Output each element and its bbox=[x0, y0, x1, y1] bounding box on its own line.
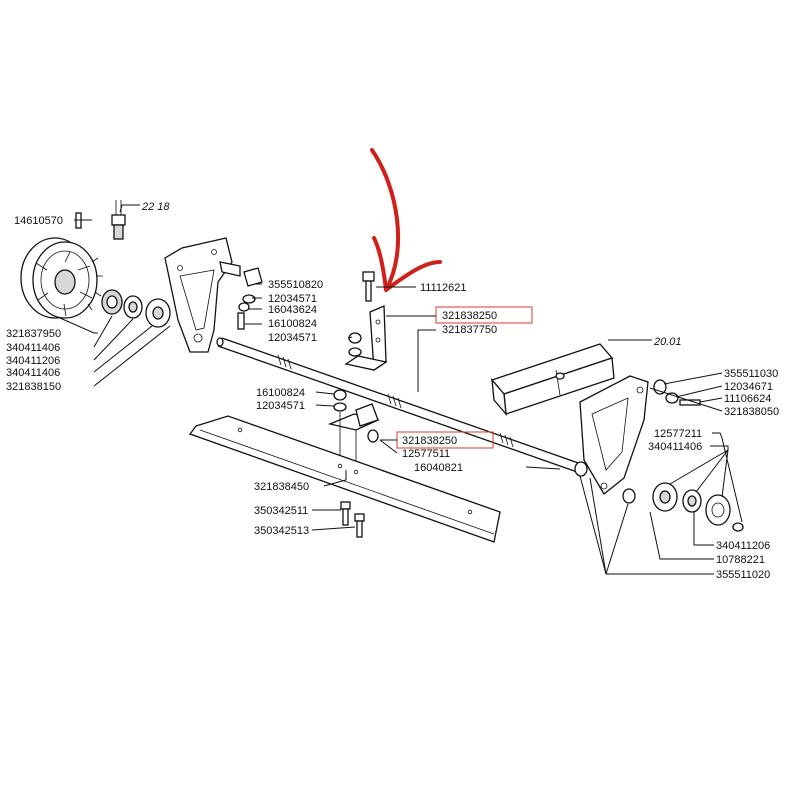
part-label: 340411206 bbox=[6, 355, 60, 367]
right-pulley-assembly bbox=[652, 482, 744, 532]
right-bracket bbox=[579, 375, 649, 495]
part-label: 321838150 bbox=[6, 381, 61, 393]
part-label: 355511020 bbox=[716, 569, 770, 581]
part-label: 355510820 bbox=[268, 279, 323, 291]
knife-bar bbox=[188, 415, 501, 543]
upper-bolt bbox=[362, 271, 375, 302]
part-label: 12034571 bbox=[268, 332, 317, 344]
highlight-box-upper bbox=[435, 306, 533, 324]
main-shaft bbox=[216, 337, 588, 477]
reference-label: 22 18 bbox=[141, 201, 170, 213]
part-label: 10788221 bbox=[716, 554, 765, 566]
right-frame-section bbox=[490, 343, 615, 416]
part-label: 340411406 bbox=[648, 441, 702, 453]
part-label: 350342511 bbox=[254, 505, 308, 517]
part-label: 12577511 bbox=[402, 448, 450, 460]
part-label: 340411406 bbox=[6, 342, 60, 354]
part-label: 11112621 bbox=[420, 282, 467, 294]
lower-l-bracket bbox=[327, 389, 380, 470]
part-label: 321837950 bbox=[6, 328, 61, 340]
left-pulley-assembly bbox=[20, 237, 171, 328]
sensor-part bbox=[111, 200, 126, 240]
part-label: 355511030 bbox=[724, 368, 778, 380]
part-label: 14610570 bbox=[14, 215, 63, 227]
part-label: 321838050 bbox=[724, 406, 779, 418]
part-label: 340411206 bbox=[716, 540, 770, 552]
part-label: 12034671 bbox=[724, 381, 773, 393]
red-pointer-arrow bbox=[370, 148, 442, 292]
upper-centre-fasteners bbox=[237, 267, 362, 357]
lower-bolts bbox=[340, 501, 365, 538]
part-label: 16100824 bbox=[268, 318, 317, 330]
upper-l-bracket bbox=[344, 305, 388, 372]
part-label: 321837750 bbox=[442, 324, 497, 336]
part-label: 350342513 bbox=[254, 525, 309, 537]
part-label: 321838250 bbox=[402, 435, 457, 447]
leader-lines bbox=[59, 204, 743, 575]
part-label: 12577211 bbox=[654, 428, 702, 440]
part-label: 12034571 bbox=[256, 400, 305, 412]
part-label: 321838450 bbox=[254, 481, 309, 493]
part-label: 321838250 bbox=[442, 310, 497, 322]
part-label: 16100824 bbox=[256, 387, 305, 399]
left-bracket bbox=[164, 237, 241, 353]
part-label: 340411406 bbox=[6, 367, 60, 379]
part-label: 16040821 bbox=[414, 462, 463, 474]
part-label: 12034571 bbox=[268, 293, 317, 305]
reference-label: 20.01 bbox=[653, 336, 682, 348]
part-label: 11106624 bbox=[724, 393, 771, 405]
part-label: 16043624 bbox=[268, 304, 317, 316]
